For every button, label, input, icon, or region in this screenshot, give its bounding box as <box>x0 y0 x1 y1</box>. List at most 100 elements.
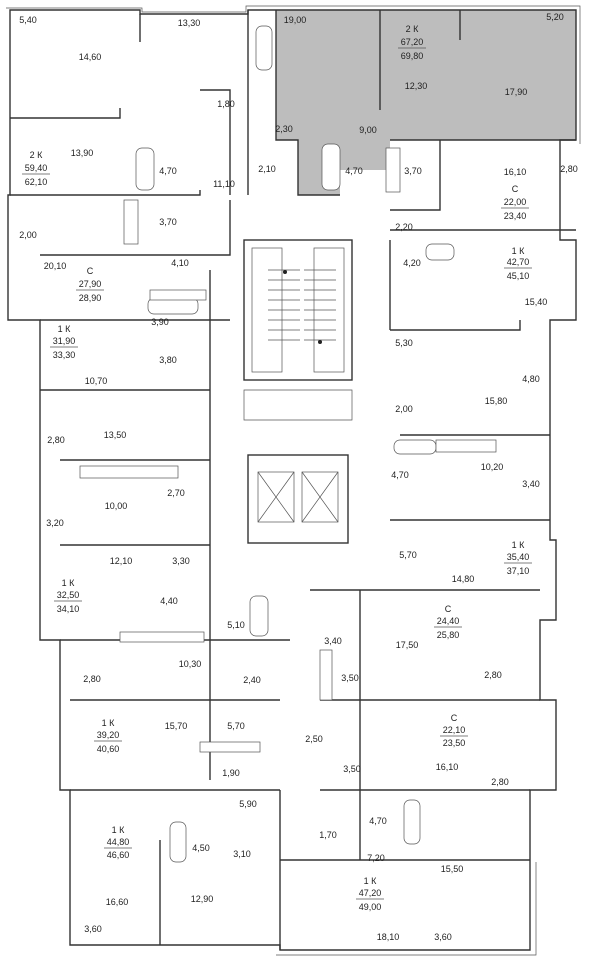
svg-text:31,90: 31,90 <box>53 336 76 346</box>
room-area: 2,30 <box>275 124 293 134</box>
svg-text:2 К: 2 К <box>30 150 44 160</box>
svg-text:1 К: 1 К <box>102 718 116 728</box>
room-area: 1,80 <box>217 99 235 109</box>
room-area: 1,70 <box>319 830 337 840</box>
room-area: 15,70 <box>165 721 188 731</box>
room-area: 17,90 <box>505 87 528 97</box>
room-area: 14,80 <box>452 574 475 584</box>
svg-text:27,90: 27,90 <box>79 279 102 289</box>
unit-label: 1 К 42,70 45,10 <box>504 246 532 281</box>
room-area: 15,40 <box>525 297 548 307</box>
svg-text:С: С <box>512 184 519 194</box>
unit-label: С 22,10 23,50 <box>440 713 468 748</box>
svg-text:46,60: 46,60 <box>107 850 130 860</box>
room-area: 13,30 <box>178 18 201 28</box>
room-area: 5,10 <box>227 620 245 630</box>
room-area: 3,50 <box>343 764 361 774</box>
room-area: 4,50 <box>192 843 210 853</box>
room-area: 3,80 <box>159 355 177 365</box>
unit-label: С 27,90 28,90 <box>76 266 104 303</box>
room-area: 9,00 <box>359 125 377 135</box>
room-area: 2,00 <box>19 230 37 240</box>
kitchen-counters <box>79 147 497 753</box>
room-area: 3,30 <box>172 556 190 566</box>
room-area: 4,20 <box>403 258 421 268</box>
svg-text:25,80: 25,80 <box>437 630 460 640</box>
room-area: 3,10 <box>233 849 251 859</box>
svg-text:1 К: 1 К <box>112 825 126 835</box>
room-area: 19,00 <box>284 15 307 25</box>
unit-label: 2 К 67,20 69,80 <box>398 24 426 61</box>
svg-text:67,20: 67,20 <box>401 37 424 47</box>
room-area: 2,80 <box>484 670 502 680</box>
unit-label: 1 К 35,40 37,10 <box>504 540 532 576</box>
room-area: 10,70 <box>85 376 108 386</box>
room-area: 13,90 <box>71 148 94 158</box>
svg-text:1 К: 1 К <box>512 246 526 256</box>
room-area: 5,70 <box>227 721 245 731</box>
svg-text:23,50: 23,50 <box>443 738 466 748</box>
room-area: 3,40 <box>522 479 540 489</box>
unit-label: 1 К 31,90 33,30 <box>50 324 78 360</box>
unit-label: С 24,40 25,80 <box>434 604 462 640</box>
room-area: 3,20 <box>46 518 64 528</box>
room-area: 3,70 <box>404 166 422 176</box>
svg-text:33,30: 33,30 <box>53 350 76 360</box>
svg-text:С: С <box>451 713 458 723</box>
svg-text:1 К: 1 К <box>62 578 76 588</box>
svg-text:1 К: 1 К <box>364 876 378 886</box>
room-area: 5,30 <box>395 338 413 348</box>
room-area: 2,40 <box>243 675 261 685</box>
stair-core <box>243 239 353 421</box>
room-area: 4,40 <box>160 596 178 606</box>
room-area: 4,10 <box>171 258 189 268</box>
elevator-shafts <box>247 454 349 544</box>
room-area: 12,10 <box>110 556 133 566</box>
room-area: 2,10 <box>258 164 276 174</box>
room-area: 10,00 <box>105 501 128 511</box>
room-area: 18,10 <box>377 932 400 942</box>
svg-text:1 К: 1 К <box>58 324 72 334</box>
room-area: 3,50 <box>341 673 359 683</box>
svg-text:23,40: 23,40 <box>504 211 527 221</box>
unit-label: 2 К 59,40 62,10 <box>22 150 50 187</box>
unit-label: С 22,00 23,40 <box>501 184 529 221</box>
room-area: 5,70 <box>399 550 417 560</box>
room-area: 1,90 <box>222 768 240 778</box>
room-area: 4,70 <box>369 816 387 826</box>
room-area: 15,50 <box>441 864 464 874</box>
svg-text:40,60: 40,60 <box>97 744 120 754</box>
room-area: 3,60 <box>84 924 102 934</box>
partition-walls <box>10 10 576 950</box>
room-area: 17,50 <box>396 640 419 650</box>
highlighted-apartment[interactable] <box>276 10 576 195</box>
room-area-labels: 5,40 13,30 19,00 5,20 14,60 12,30 17,90 … <box>19 12 578 942</box>
svg-text:37,10: 37,10 <box>507 566 530 576</box>
room-area: 15,80 <box>485 396 508 406</box>
svg-text:1 К: 1 К <box>512 540 526 550</box>
room-area: 16,10 <box>436 762 459 772</box>
svg-text:39,20: 39,20 <box>97 730 120 740</box>
svg-text:С: С <box>87 266 94 276</box>
room-area: 4,70 <box>345 166 363 176</box>
svg-text:59,40: 59,40 <box>25 163 48 173</box>
room-area: 2,50 <box>305 734 323 744</box>
svg-text:35,40: 35,40 <box>507 552 530 562</box>
room-area: 4,70 <box>391 470 409 480</box>
room-area: 4,70 <box>159 166 177 176</box>
svg-text:62,10: 62,10 <box>25 177 48 187</box>
room-area: 4,80 <box>522 374 540 384</box>
room-area: 2,20 <box>395 222 413 232</box>
room-area: 5,20 <box>546 12 564 22</box>
room-area: 5,40 <box>19 15 37 25</box>
unit-label: 1 К 39,20 40,60 <box>94 718 122 754</box>
room-area: 3,60 <box>434 932 452 942</box>
svg-text:45,10: 45,10 <box>507 271 530 281</box>
room-area: 13,50 <box>104 430 127 440</box>
svg-text:22,00: 22,00 <box>504 197 527 207</box>
room-area: 3,40 <box>324 636 342 646</box>
room-area: 20,10 <box>44 261 67 271</box>
svg-text:22,10: 22,10 <box>443 725 466 735</box>
room-area: 10,30 <box>179 659 202 669</box>
